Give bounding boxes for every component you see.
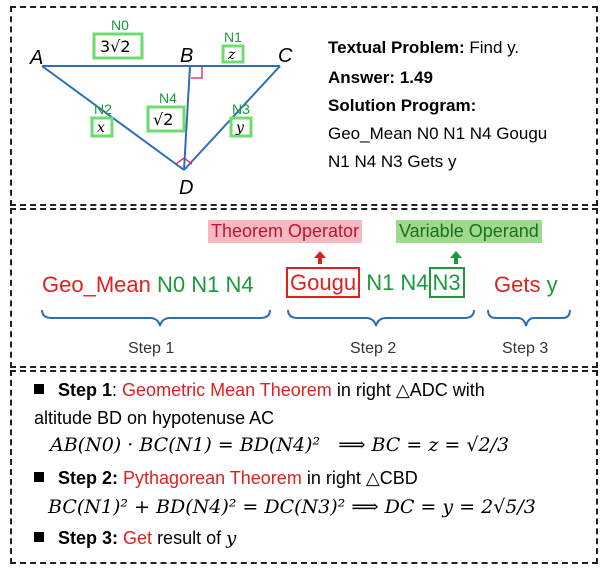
bullet-square [34,532,44,542]
token-step1: Geo_Mean N0 N1 N4 [42,272,254,298]
answer: Answer: 1.49 [328,68,433,88]
arrow-up-red [314,251,326,264]
step2-theorem: Pythagorean Theorem [123,468,302,488]
token-geo-mean: Geo_Mean [42,272,151,297]
value-box-n4 [146,105,186,133]
point-b: B [180,45,193,67]
point-d: D [179,177,193,199]
token-step1-args: N0 N1 N4 [156,272,254,297]
step3-theorem: Get [123,528,153,548]
step-label-1: Step 1 [128,340,175,357]
value-n0: 3√2 [100,37,131,56]
solution-step2-line: Step 2: Pythagorean Theorem in right △CB… [34,468,418,489]
program-label: Solution Program: [328,96,477,115]
arrows [314,251,462,264]
theorem-operator-tag: Theorem Operator [208,220,363,243]
problem-panel: A B C D N0 3√2 N1 z N2 x N4 √2 N3 y Text… [10,6,598,206]
solution-step1-line1: Step 1: Geometric Mean Theorem in right … [34,380,485,401]
step3-var: y [226,528,237,549]
bullet-square [34,472,44,482]
program-line-2: N1 N4 N3 Gets y [328,152,457,171]
value-n3: y [235,120,245,136]
brace-step2 [287,309,475,327]
step1-eq-right: ⟹ BC = z = √2/3 [338,434,510,456]
geometry-diagram: A B C D N0 3√2 N1 z N2 x N4 √2 N3 y [29,17,293,199]
answer-label: Answer: [328,68,396,87]
brace-step3 [487,309,571,327]
step3-rest: result of [157,528,222,548]
value-box-n1 [221,44,245,64]
textual-problem: Textual Problem: Find y. [328,38,519,58]
token-gougu: Gougu [286,267,361,298]
token-step3: Gets y [494,272,558,298]
step-label-3: Step 3 [502,340,549,357]
label-n4: N4 [159,90,177,106]
arrow-up-green [450,251,462,264]
right-angle-d [175,157,193,165]
variable-operand-tag: Variable Operand [396,220,542,243]
value-n4: √2 [153,110,173,129]
token-y: y [546,272,558,297]
step3-label: Step 3: [58,528,119,548]
step1-equation: AB(N0) · BC(N1) = BD(N4)² ⟹ BC = z = √2/… [50,434,509,456]
label-n3: N3 [232,101,250,117]
step2-equation: BC(N1)² + BD(N4)² = DC(N3)² ⟹ DC = y = 2… [48,496,536,518]
solution-panel: Step 1: Geometric Mean Theorem in right … [10,370,598,564]
step-braces [41,309,571,327]
token-n3: N3 [428,267,465,298]
value-box-n2 [90,116,114,138]
token-gets: Gets [494,272,541,297]
program-sequence-panel: Theorem Operator Variable Operand Geo_Me… [10,208,598,368]
value-box-n3 [229,116,253,138]
label-n2: N2 [94,101,112,117]
label-n1: N1 [224,29,242,45]
answer-value: 1.49 [399,68,433,87]
step1-eq-left: AB(N0) · BC(N1) = BD(N4)² [50,434,321,456]
segment-bd [183,65,191,171]
program-line-1: Geo_Mean N0 N1 N4 Gougu [328,124,548,143]
step-label-2: Step 2 [350,340,397,357]
brace-step1 [41,309,271,327]
step1-theorem: Geometric Mean Theorem [122,380,332,400]
step2-label: Step 2: [58,468,119,488]
point-c: C [278,45,293,67]
value-n2: x [97,120,105,136]
point-a: A [29,47,43,69]
value-n1: z [227,47,236,63]
textual-problem-label: Textual Problem: [328,38,465,57]
right-angle-b [191,66,203,79]
label-n0: N0 [111,17,129,33]
bullet-square [34,384,44,394]
value-box-n0 [92,32,144,60]
solution-step3-line: Step 3: Get result of y [34,528,236,549]
step1-line2: altitude BD on hypotenuse AC [34,408,275,428]
token-step2-args: N1 N4 [366,270,429,295]
textual-problem-value: Find y. [469,38,520,57]
step1-label: Step 1 [58,380,113,400]
step2-rest: in right △CBD [306,468,418,488]
step1-rest: in right △ADC with [336,380,485,400]
